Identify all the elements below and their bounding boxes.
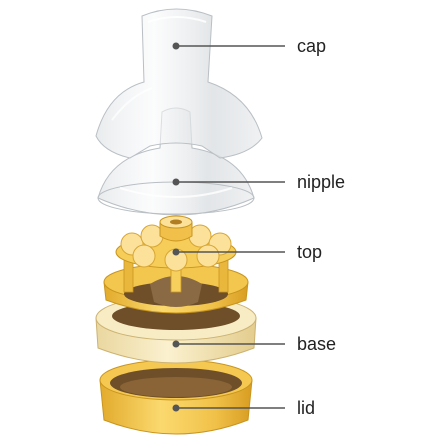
cap-label: cap bbox=[297, 36, 326, 56]
nipple-part bbox=[97, 107, 255, 216]
top-part bbox=[103, 215, 249, 314]
lid-part bbox=[99, 359, 253, 435]
nipple-label: nipple bbox=[297, 172, 345, 192]
top-label: top bbox=[297, 242, 322, 262]
cap-part bbox=[95, 8, 263, 159]
lid-label: lid bbox=[297, 398, 315, 418]
base-label: base bbox=[297, 334, 336, 354]
